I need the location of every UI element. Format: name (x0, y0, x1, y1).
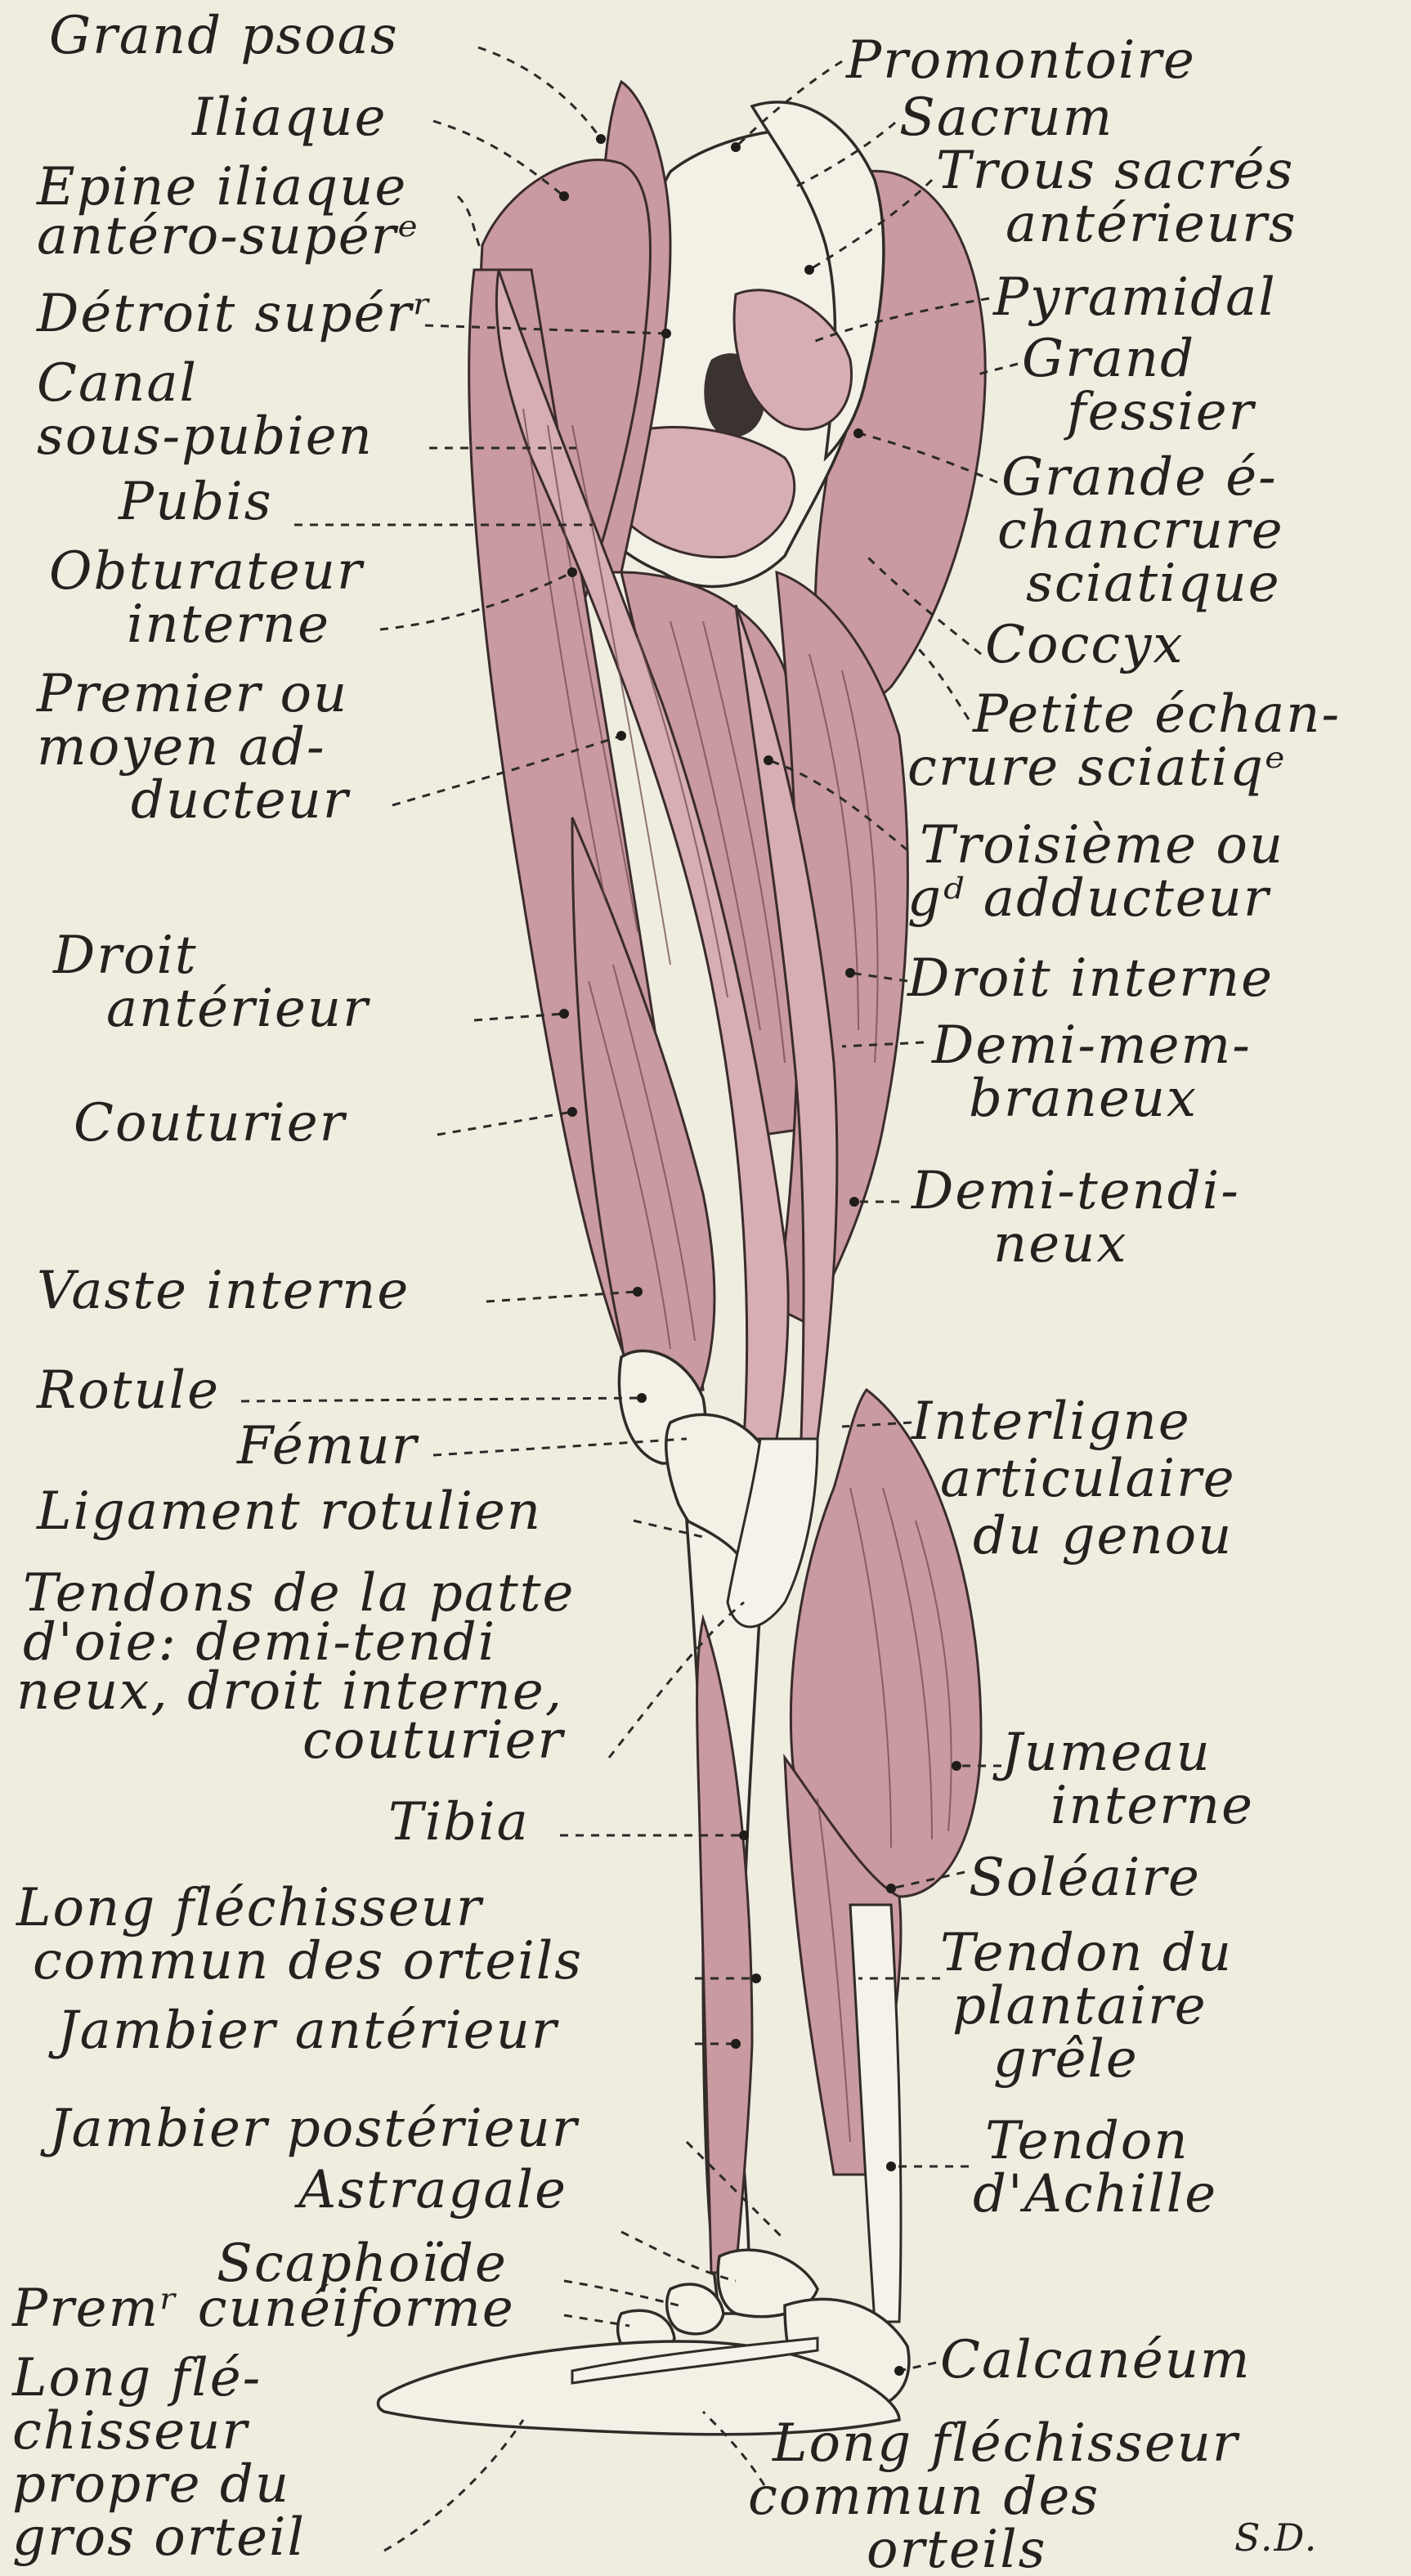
label-interligne-articulaire: Interligne articulaire du genou (911, 1391, 1254, 1566)
label-tendon-achille: Tendon d'Achille (973, 2111, 1217, 2224)
label-long-flechisseur-commun-bas: Long fléchisseur commun des orteils (748, 2413, 1257, 2576)
label-epine-iliaque: Epine iliaque antéro-supérᵉ (36, 157, 426, 267)
label-canal-sous-pubien: Canal sous-pubien (37, 353, 374, 467)
label-detroit-superieur: Détroit supérʳ (36, 284, 432, 344)
label-premier-cuneiforme: Premʳ cunéiforme (11, 2278, 515, 2339)
label-couturier: Couturier (74, 1093, 347, 1154)
label-obturateur-interne: Obturateur interne (49, 541, 382, 655)
leg-illustration (379, 82, 986, 2435)
label-vaste-interne: Vaste interne (37, 1261, 410, 1321)
label-grand-fessier: Grand fessier (1022, 329, 1256, 442)
label-jumeau-interne: Jumeau interne (992, 1723, 1254, 1836)
label-iliaque: Iliaque (191, 87, 387, 148)
label-troisieme-adducteur: Troisième ou gᵈ adducteur (907, 815, 1302, 929)
label-calcaneum: Calcanéum (940, 2330, 1252, 2390)
label-promontoire: Promontoire (845, 30, 1196, 91)
label-grande-echancrure: Grande é- chancrure sciatique (997, 447, 1302, 614)
label-astragale: Astragale (294, 2160, 567, 2220)
label-petite-echancrure: Petite échan- crure sciatiqᵉ (907, 684, 1359, 798)
label-pyramidal: Pyramidal (992, 267, 1277, 328)
label-tendons-patte-oie: Tendons de la patte d'oie: demi-tendi ne… (16, 1563, 594, 1771)
label-grand-psoas: Grand psoas (49, 6, 399, 66)
label-long-flechisseur-propre: Long flé- chisseur propre du gros orteil (11, 2348, 308, 2568)
label-rotule: Rotule (36, 1360, 220, 1421)
label-coccyx: Coccyx (985, 615, 1184, 675)
label-tendon-plantaire-grele: Tendon du plantaire grêle (940, 1923, 1251, 2090)
label-long-flechisseur-commun: Long fléchisseur commun des orteils (16, 1878, 583, 1991)
label-demi-tendineux: Demi-tendi- neux (911, 1161, 1258, 1275)
label-femur: Fémur (236, 1416, 419, 1476)
label-droit-anterieur: Droit antérieur (52, 925, 370, 1039)
label-ligament-rotulien: Ligament rotulien (36, 1481, 542, 1542)
label-soleaire: Soléaire (969, 1848, 1201, 1908)
label-trous-sacres: Trous sacrés antérieurs (936, 141, 1313, 254)
label-sacrum: Sacrum (899, 87, 1113, 148)
label-droit-interne: Droit interne (907, 948, 1274, 1009)
label-premier-adducteur: Premier ou moyen ad- ducteur (36, 664, 367, 831)
label-demi-membraneux: Demi-mem- braneux (931, 1015, 1270, 1129)
label-pubis: Pubis (118, 472, 273, 532)
signature: S.D. (1234, 2516, 1318, 2560)
label-tibia: Tibia (388, 1792, 530, 1852)
label-jambier-posterieur: Jambier postérieur (40, 2099, 580, 2159)
label-jambier-anterieur: Jambier antérieur (48, 2000, 559, 2061)
